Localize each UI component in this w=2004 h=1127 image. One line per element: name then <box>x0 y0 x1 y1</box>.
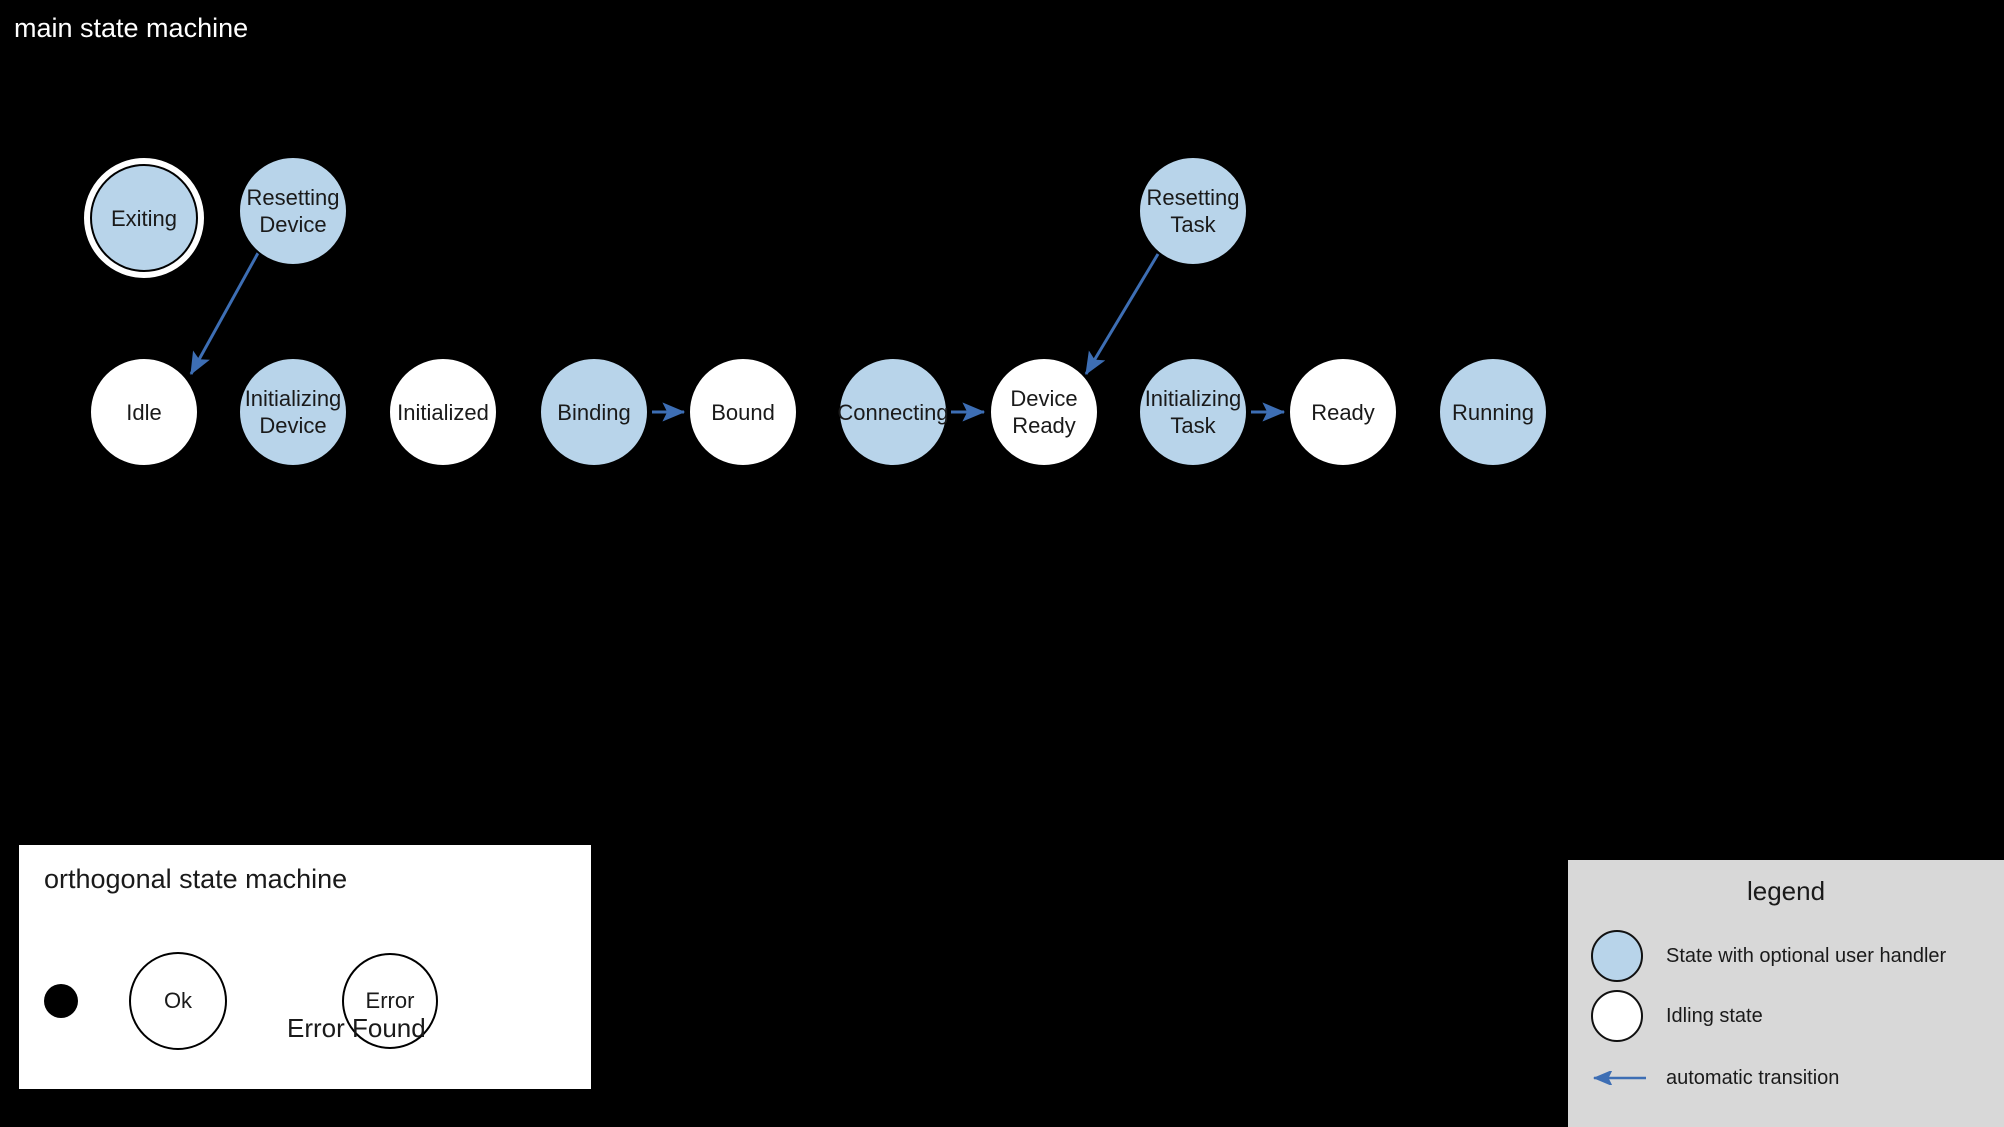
legend-item-idling-state: Idling state <box>1568 988 2004 1044</box>
legend-item-automatic-transition: automatic transition <box>1568 1050 2004 1106</box>
state-node-binding[interactable]: Binding <box>539 357 649 467</box>
state-label-idle: Idle <box>126 399 162 425</box>
legend-label-idling-state: Idling state <box>1666 1004 1763 1027</box>
state-node-running[interactable]: Running <box>1438 357 1548 467</box>
state-node-initialized[interactable]: Initialized <box>388 357 498 467</box>
automatic-transition-arrow-icon <box>1592 1071 1646 1085</box>
state-label-exiting: Exiting <box>110 205 178 231</box>
handler-state-circle-icon <box>1591 930 1643 982</box>
state-node-exiting[interactable]: Exiting <box>90 164 198 272</box>
transition-resetting-device-to-idle <box>189 252 260 376</box>
legend-panel: legend State with optional user handler … <box>1568 860 2004 1127</box>
legend-item-handler-state: State with optional user handler <box>1568 928 2004 984</box>
idling-state-circle-icon <box>1591 990 1643 1042</box>
state-label-connecting: Connecting <box>837 399 949 425</box>
legend-title: legend <box>1746 876 1826 906</box>
page-title: main state machine <box>14 13 249 43</box>
state-label-ok: Ok <box>163 988 193 1013</box>
orthogonal-state-machine-panel: orthogonal state machine <box>19 845 591 1089</box>
state-label-running: Running <box>1452 399 1534 425</box>
orthogonal-panel-title: orthogonal state machine <box>44 864 348 894</box>
legend-swatch-wrap <box>1568 990 1666 1042</box>
initial-state-dot <box>44 984 78 1018</box>
state-label-initialized: Initialized <box>397 399 489 425</box>
state-label-bound: Bound <box>711 399 775 425</box>
state-node-bound[interactable]: Bound <box>688 357 798 467</box>
legend-swatch-wrap <box>1568 930 1666 982</box>
state-label-error: Error <box>365 988 415 1013</box>
state-node-connecting[interactable]: Connecting <box>837 357 949 467</box>
state-label-ready: Ready <box>1311 399 1375 425</box>
state-node-ready[interactable]: Ready <box>1288 357 1398 467</box>
legend-label-handler-state: State with optional user handler <box>1666 944 1947 967</box>
state-label-binding: Binding <box>557 399 631 425</box>
legend-swatch-wrap <box>1568 1071 1666 1085</box>
state-node-idle[interactable]: Idle <box>89 357 199 467</box>
legend-label-automatic-transition: automatic transition <box>1666 1066 1840 1089</box>
main-transitions <box>189 252 1286 422</box>
transition-resetting-task-to-device-ready <box>1084 253 1160 376</box>
state-node-ok[interactable]: Ok <box>129 952 227 1050</box>
transition-label-error-found: Error Found <box>287 1013 426 1043</box>
